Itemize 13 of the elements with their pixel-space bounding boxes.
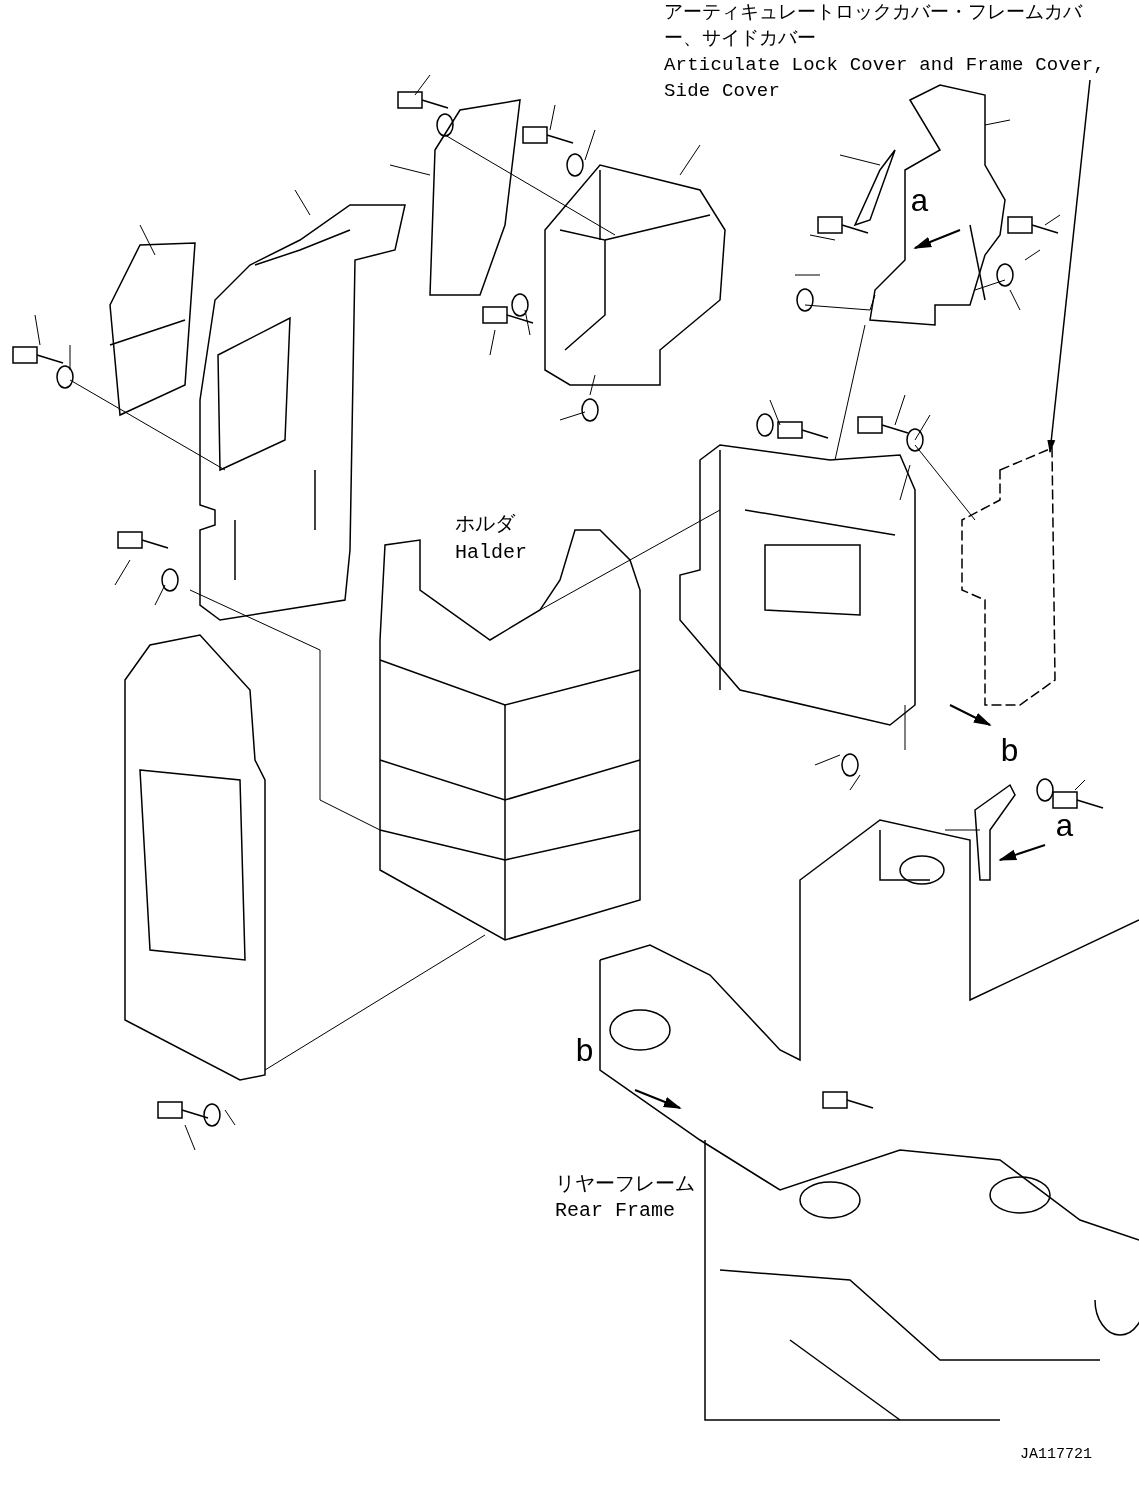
side-cover-part bbox=[961, 446, 1056, 706]
part-label: ホルダ bbox=[455, 512, 515, 538]
part-label: Rear Frame bbox=[555, 1198, 676, 1224]
view-marker: a bbox=[1055, 815, 1075, 841]
view-marker: b bbox=[575, 1040, 595, 1066]
view-marker: a bbox=[910, 190, 930, 216]
part-label: リヤーフレーム bbox=[555, 1172, 695, 1198]
part-label: Halder bbox=[455, 540, 527, 566]
drawing-number: JA117721 bbox=[1020, 1445, 1092, 1465]
leader-line bbox=[1047, 79, 1091, 454]
callout-text: アーティキュレートロックカバー・フレームカバー、サイドカバー bbox=[664, 1, 1084, 52]
callout-text: Articulate Lock Cover and Frame Cover, Side Cover bbox=[664, 53, 1106, 104]
view-marker: b bbox=[1000, 740, 1020, 766]
